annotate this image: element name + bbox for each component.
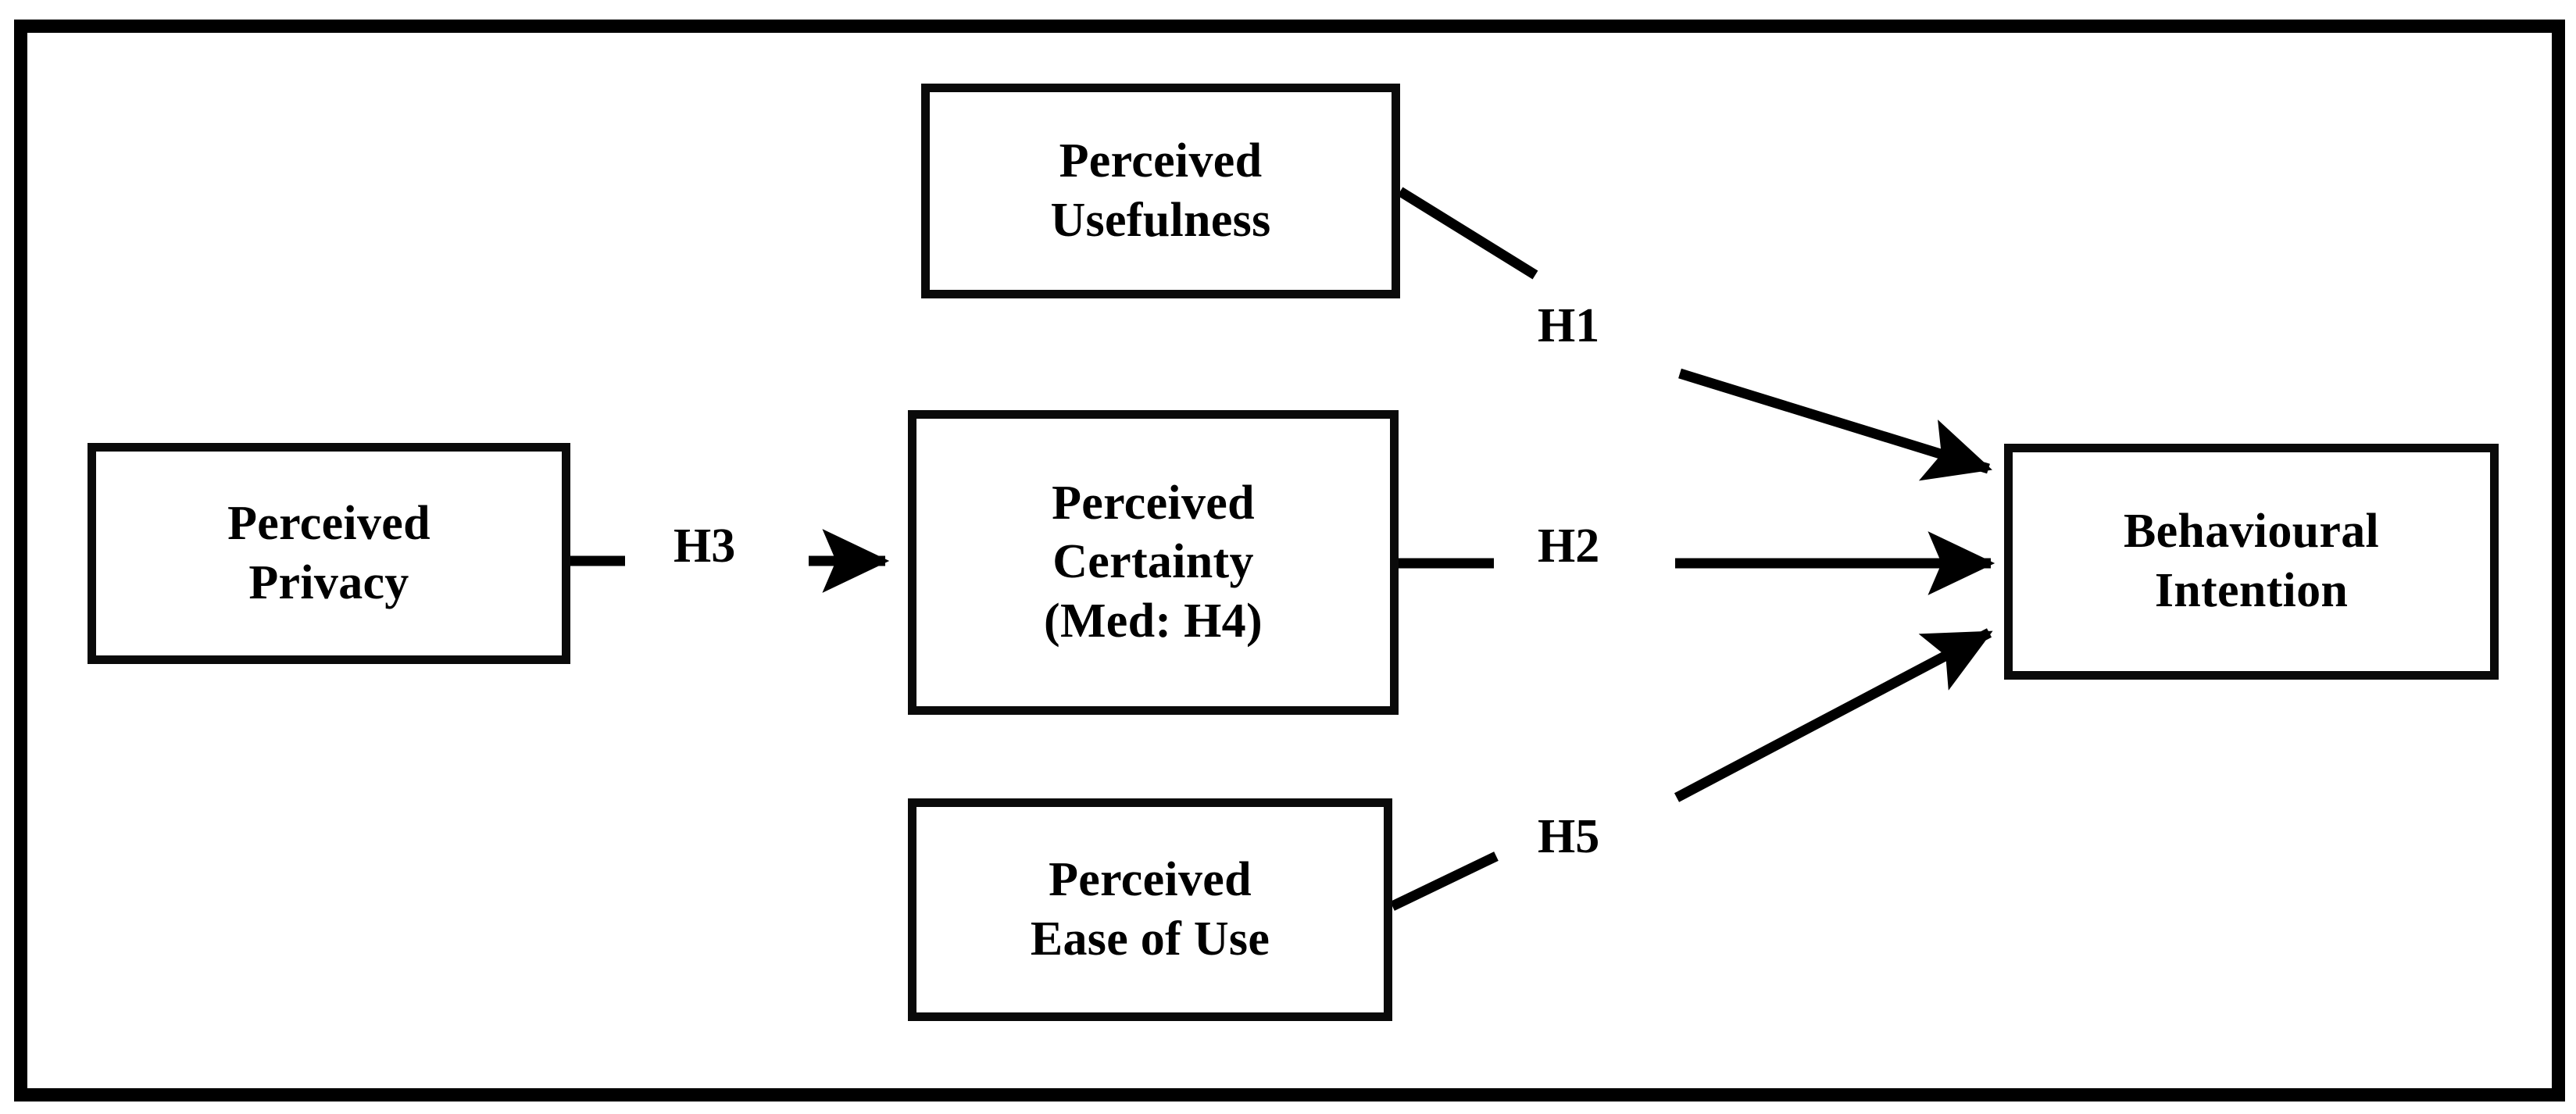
node-label-line: Intention — [2154, 564, 2349, 617]
node-label-line: Usefulness — [1050, 193, 1271, 247]
node-perceived-privacy[interactable]: Perceived Privacy — [88, 443, 570, 664]
node-perceived-certainty[interactable]: Perceived Certainty (Med: H4) — [908, 410, 1399, 715]
node-perceived-ease-of-use[interactable]: Perceived Ease of Use — [908, 798, 1392, 1021]
node-label-line: Perceived — [1049, 852, 1252, 906]
node-label-line: Perceived — [1059, 134, 1263, 187]
node-label-line: Ease of Use — [1030, 912, 1270, 966]
hypothesis-label-h2: H2 — [1538, 520, 1600, 573]
node-label-mediator: (Med: H4) — [1044, 594, 1263, 648]
node-label-line: Certainty — [1052, 535, 1254, 589]
hypothesis-label-h1: H1 — [1538, 299, 1600, 352]
node-label-line: Privacy — [248, 555, 409, 609]
node-label-line: Perceived — [227, 496, 431, 550]
node-behavioural-intention[interactable]: Behavioural Intention — [2004, 444, 2499, 680]
node-perceived-usefulness[interactable]: Perceived Usefulness — [921, 84, 1400, 298]
node-label-line: Perceived — [1052, 476, 1255, 530]
hypothesis-label-h3: H3 — [673, 520, 736, 573]
hypothesis-label-h5: H5 — [1538, 810, 1600, 863]
node-label-line: Behavioural — [2123, 505, 2380, 559]
